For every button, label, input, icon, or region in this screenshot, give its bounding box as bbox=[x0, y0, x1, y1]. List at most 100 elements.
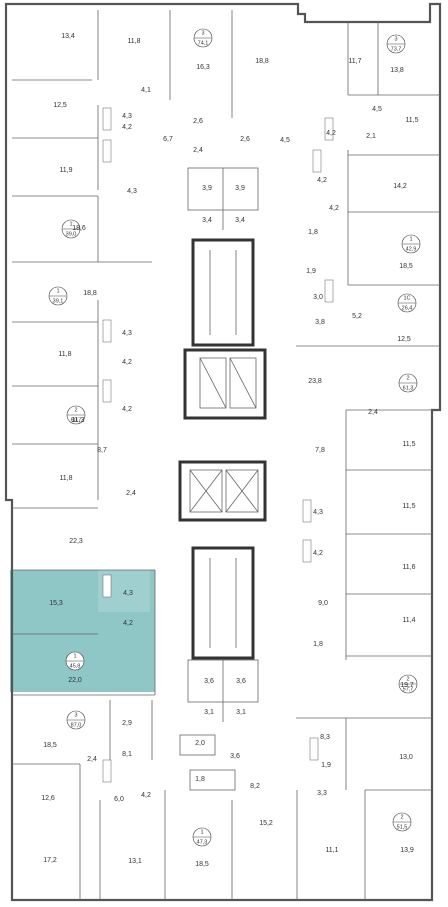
apartment-marker[interactable]: 139,0 bbox=[61, 219, 81, 239]
room-area-label: 4,5 bbox=[372, 106, 382, 113]
room-area-label: 2,4 bbox=[87, 756, 97, 763]
room-area-label: 18,5 bbox=[399, 263, 413, 270]
svg-text:2: 2 bbox=[74, 407, 77, 413]
room-area-label: 11,5 bbox=[405, 117, 418, 124]
room-area-label: 3,4 bbox=[202, 217, 212, 224]
room-area-label: 2,1 bbox=[366, 133, 376, 140]
room-area-label: 22,3 bbox=[69, 538, 83, 545]
room-area-label: 4,3 bbox=[127, 188, 137, 195]
apartment-marker[interactable]: 373,7 bbox=[386, 34, 406, 54]
svg-text:45,8: 45,8 bbox=[70, 663, 81, 669]
room-area-label: 8,7 bbox=[97, 447, 107, 454]
room-area-label: 4,2 bbox=[141, 792, 151, 799]
room-area-label: 4,2 bbox=[122, 406, 132, 413]
room-area-label: 1,9 bbox=[321, 762, 331, 769]
room-area-label: 13,0 bbox=[399, 754, 413, 761]
svg-text:60,7: 60,7 bbox=[71, 417, 82, 423]
room-area-label: 4,2 bbox=[329, 205, 339, 212]
room-area-label: 3,9 bbox=[202, 185, 212, 192]
room-area-label: 2,9 bbox=[122, 720, 132, 727]
room-area-label: 18,6 bbox=[72, 225, 86, 232]
room-area-label: 13,8 bbox=[390, 67, 404, 74]
room-area-label: 4,2 bbox=[317, 177, 327, 184]
apartment-marker[interactable]: 257,7 bbox=[398, 674, 418, 694]
room-area-label: 11,5 bbox=[402, 441, 415, 448]
room-area-label: 11,6 bbox=[402, 564, 415, 571]
room-area-label: 11,3 bbox=[71, 417, 84, 424]
room-area-label: 3,0 bbox=[313, 294, 323, 301]
room-area-label: 14,2 bbox=[393, 183, 407, 190]
room-area-label: 11,8 bbox=[127, 38, 140, 45]
room-area-label: 11,5 bbox=[402, 503, 415, 510]
room-area-label: 23,8 bbox=[308, 378, 322, 385]
room-area-label: 2,4 bbox=[368, 409, 378, 416]
room-area-label: 5,2 bbox=[352, 313, 362, 320]
room-area-label: 1,8 bbox=[195, 776, 205, 783]
room-area-label: 9,0 bbox=[318, 600, 328, 607]
svg-text:61,3: 61,3 bbox=[403, 385, 414, 391]
svg-text:39,1: 39,1 bbox=[53, 298, 64, 304]
room-area-label: 13,9 bbox=[400, 847, 414, 854]
room-area-label: 19,7 bbox=[400, 682, 414, 689]
room-area-label: 4,2 bbox=[122, 359, 132, 366]
apartment-marker[interactable]: 251,5 bbox=[392, 812, 412, 832]
svg-text:39,0: 39,0 bbox=[66, 231, 77, 237]
svg-text:51,5: 51,5 bbox=[397, 824, 408, 830]
room-area-label: 15,2 bbox=[259, 820, 273, 827]
room-area-label: 1,8 bbox=[313, 641, 323, 648]
apartment-marker[interactable]: 142,9 bbox=[401, 234, 421, 254]
svg-text:42,9: 42,9 bbox=[406, 246, 417, 252]
room-area-label: 11,4 bbox=[402, 617, 415, 624]
svg-text:2: 2 bbox=[406, 375, 409, 381]
svg-text:3: 3 bbox=[201, 30, 204, 36]
room-area-label: 12,5 bbox=[397, 336, 411, 343]
room-area-label: 11,9 bbox=[59, 167, 72, 174]
room-area-label: 11,8 bbox=[59, 475, 72, 482]
svg-text:3: 3 bbox=[394, 36, 397, 42]
room-area-label: 18,8 bbox=[83, 290, 97, 297]
apartment-marker[interactable]: 261,3 bbox=[398, 373, 418, 393]
room-area-label: 11,1 bbox=[325, 847, 338, 854]
room-area-label: 2,0 bbox=[195, 740, 205, 747]
room-area-label: 8,2 bbox=[250, 783, 260, 790]
apartment-marker[interactable]: 139,1 bbox=[48, 286, 68, 306]
room-area-label: 1,8 bbox=[308, 229, 318, 236]
room-area-label: 4,2 bbox=[313, 550, 323, 557]
room-area-label: 13,1 bbox=[128, 858, 142, 865]
apartment-marker[interactable]: 374,1 bbox=[193, 28, 213, 48]
room-area-label: 2,6 bbox=[193, 118, 203, 125]
room-area-label: 11,8 bbox=[58, 351, 71, 358]
room-area-label: 3,1 bbox=[204, 709, 214, 716]
room-area-label: 2,6 bbox=[240, 136, 250, 143]
room-area-label: 4,5 bbox=[280, 137, 290, 144]
apartment-marker[interactable]: 260,7 bbox=[66, 405, 86, 425]
right-walls bbox=[296, 22, 440, 791]
room-area-label: 4,3 bbox=[123, 590, 133, 597]
svg-text:1: 1 bbox=[200, 829, 203, 835]
apartment-marker[interactable]: 387,0 bbox=[66, 710, 86, 730]
selected-apartment[interactable] bbox=[10, 570, 155, 692]
room-area-label: 11,7 bbox=[348, 58, 361, 65]
apartment-marker[interactable]: 147,3 bbox=[192, 827, 212, 847]
room-area-label: 4,2 bbox=[326, 130, 336, 137]
room-area-label: 3,1 bbox=[236, 709, 246, 716]
apartment-marker[interactable]: 145,8 bbox=[65, 651, 85, 671]
room-area-label: 8,1 bbox=[122, 751, 132, 758]
room-area-label: 18,5 bbox=[43, 742, 57, 749]
room-area-label: 4,3 bbox=[122, 330, 132, 337]
svg-text:3: 3 bbox=[74, 712, 77, 718]
svg-text:2: 2 bbox=[406, 676, 409, 682]
svg-text:1С: 1С bbox=[403, 295, 410, 301]
outer-walls bbox=[4, 2, 442, 902]
room-area-label: 2,4 bbox=[126, 490, 136, 497]
svg-text:1: 1 bbox=[409, 236, 412, 242]
room-area-label: 3,6 bbox=[204, 678, 214, 685]
svg-text:87,0: 87,0 bbox=[71, 722, 82, 728]
room-area-label: 4,3 bbox=[122, 113, 132, 120]
room-area-label: 3,6 bbox=[230, 753, 240, 760]
svg-text:1: 1 bbox=[73, 653, 76, 659]
room-area-label: 13,4 bbox=[61, 33, 75, 40]
